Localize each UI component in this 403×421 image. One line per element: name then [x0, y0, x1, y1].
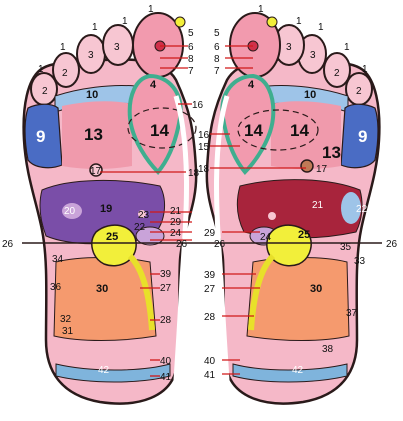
lf-label-42: 42	[98, 365, 110, 376]
right-toe-marker	[267, 17, 277, 27]
lf-toe-label-4: 1	[60, 42, 66, 53]
lf-label-17: 17	[90, 166, 102, 177]
rf-toe-label-1: 1	[258, 4, 264, 15]
rf-label-14a: 14	[244, 121, 263, 140]
rf-label-30: 30	[310, 283, 322, 295]
rf-toe-label-5: 1	[318, 22, 324, 33]
lf-toe-label-1: 1	[38, 64, 44, 75]
rf-label-35: 35	[340, 242, 352, 253]
rf-label-33: 33	[354, 256, 366, 267]
lf-label-25: 25	[106, 231, 118, 243]
lf-label-26a: 26	[2, 239, 14, 250]
rf-toe-label-6: 2	[334, 68, 340, 79]
rf-label-42: 42	[292, 365, 304, 376]
rf-label-22: 22	[356, 204, 368, 215]
lf-label-20: 20	[64, 206, 76, 217]
lf-label-26b: 26	[176, 239, 188, 250]
lf-toe-label-2: 2	[42, 86, 48, 97]
lf-toe-label-8: 1	[122, 16, 128, 27]
rf-label-38: 38	[322, 344, 334, 355]
rf-label-7: 7	[214, 66, 220, 77]
lf-label-10: 10	[86, 89, 98, 101]
lf-toe-label-6: 1	[92, 22, 98, 33]
rf-label-21: 21	[312, 200, 324, 211]
lf-toe-label-7: 3	[114, 42, 120, 53]
rf-label-17: 17	[316, 164, 328, 175]
rf-label-37: 37	[346, 308, 358, 319]
lf-label-8: 8	[188, 54, 194, 65]
rf-label-10: 10	[304, 89, 316, 101]
lf-label-39: 39	[160, 269, 172, 280]
lf-toe-label-9: 1	[148, 4, 154, 15]
rf-label-24: 24	[260, 232, 272, 243]
lf-label-16: 16	[192, 100, 204, 111]
lf-label-7: 7	[188, 66, 194, 77]
rf-toe-label-2: 3	[286, 42, 292, 53]
rf-label-4: 4	[248, 79, 255, 91]
lf-label-36: 36	[50, 282, 62, 293]
lf-label-30: 30	[96, 283, 108, 295]
rf-label-6: 6	[214, 42, 220, 53]
rf-label-13: 13	[322, 143, 341, 162]
lf-label-9: 9	[36, 127, 45, 146]
rf-label-26b: 26	[386, 239, 398, 250]
lf-label-40: 40	[160, 356, 172, 367]
lf-label-4: 4	[150, 79, 157, 91]
lf-label-27: 27	[160, 283, 172, 294]
rf-toe-label-3: 1	[296, 16, 302, 27]
lf-label-23: 23	[138, 210, 150, 221]
lf-label-28: 28	[160, 315, 172, 326]
lf-label-13: 13	[84, 125, 103, 144]
rf-label-15: 15	[198, 142, 210, 153]
lf-toe-label-3: 2	[62, 68, 68, 79]
rf-label-16: 16	[198, 130, 210, 141]
lf-label-29: 29	[170, 217, 182, 228]
lf-label-14: 14	[150, 121, 169, 140]
lf-label-31: 31	[62, 326, 74, 337]
lf-label-22: 22	[134, 222, 146, 233]
right-zone-17-dot	[301, 160, 313, 172]
right-zone-dot	[268, 212, 276, 220]
rf-label-40: 40	[204, 356, 216, 367]
rf-label-8: 8	[214, 54, 220, 65]
lf-label-41: 41	[160, 372, 172, 383]
lf-label-32: 32	[60, 314, 72, 325]
lf-label-24: 24	[170, 228, 182, 239]
rf-label-41: 41	[204, 370, 216, 381]
rf-label-9: 9	[358, 127, 367, 146]
rf-label-27: 27	[204, 284, 216, 295]
rf-label-39: 39	[204, 270, 216, 281]
rf-label-18: 18	[198, 164, 210, 175]
rf-label-28: 28	[204, 312, 216, 323]
lf-label-6: 6	[188, 42, 194, 53]
rf-label-5: 5	[214, 28, 220, 39]
lf-label-21: 21	[170, 206, 182, 217]
rf-toe-label-9: 1	[362, 64, 368, 75]
rf-label-25: 25	[298, 229, 310, 241]
rf-label-26a: 26	[214, 239, 226, 250]
rf-toe-label-7: 1	[344, 42, 350, 53]
lf-label-5: 5	[188, 28, 194, 39]
rf-toe-label-4: 3	[310, 50, 316, 61]
rf-label-29: 29	[204, 228, 216, 239]
rf-toe-label-8: 2	[356, 86, 362, 97]
lf-toe-label-5: 3	[88, 50, 94, 61]
lf-label-19: 19	[100, 203, 112, 215]
left-toe-marker	[175, 17, 185, 27]
rf-label-14b: 14	[290, 121, 309, 140]
right-foot	[207, 13, 380, 404]
lf-label-34: 34	[52, 254, 64, 265]
